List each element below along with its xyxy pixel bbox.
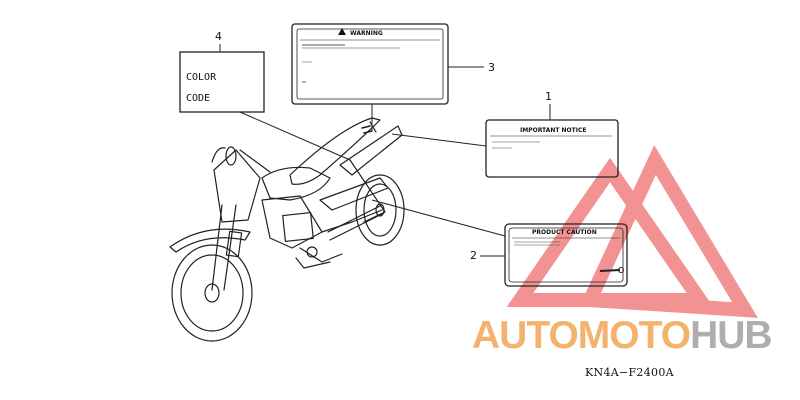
leader-lines — [239, 104, 506, 237]
callout-number-4: 4 — [215, 30, 222, 43]
logo-word-hub: HUB — [690, 314, 772, 357]
warning-triangle-icon — [338, 28, 346, 35]
callout-2: 2 — [470, 249, 505, 262]
callout-4: 4 — [215, 30, 222, 52]
product-caution-label: PRODUCT CAUTION — [504, 223, 628, 287]
notice-title: IMPORTANT NOTICE — [520, 127, 586, 134]
color-code-label: COLOR CODE — [179, 51, 265, 113]
code-text: CODE — [186, 93, 210, 104]
important-notice-label: IMPORTANT NOTICE — [485, 119, 619, 178]
warning-title: WARNING — [350, 30, 383, 37]
callout-number-2: 2 — [470, 249, 477, 262]
automotohub-logo: AUTOMOTOHUB — [472, 313, 773, 359]
callout-number-1: 1 — [545, 90, 552, 103]
caution-title: PRODUCT CAUTION — [532, 229, 597, 236]
callout-1: 1 — [545, 90, 552, 120]
callout-number-3: 3 — [488, 61, 495, 74]
callout-3: 3 — [448, 61, 495, 74]
color-text: COLOR — [186, 72, 217, 83]
motorcycle-drawing — [169, 117, 405, 342]
diagram-part-code: KN4A−F2400A — [585, 366, 674, 379]
logo-word-automoto: AUTOMOTO — [472, 314, 691, 357]
warning-label: WARNING — [291, 23, 449, 105]
